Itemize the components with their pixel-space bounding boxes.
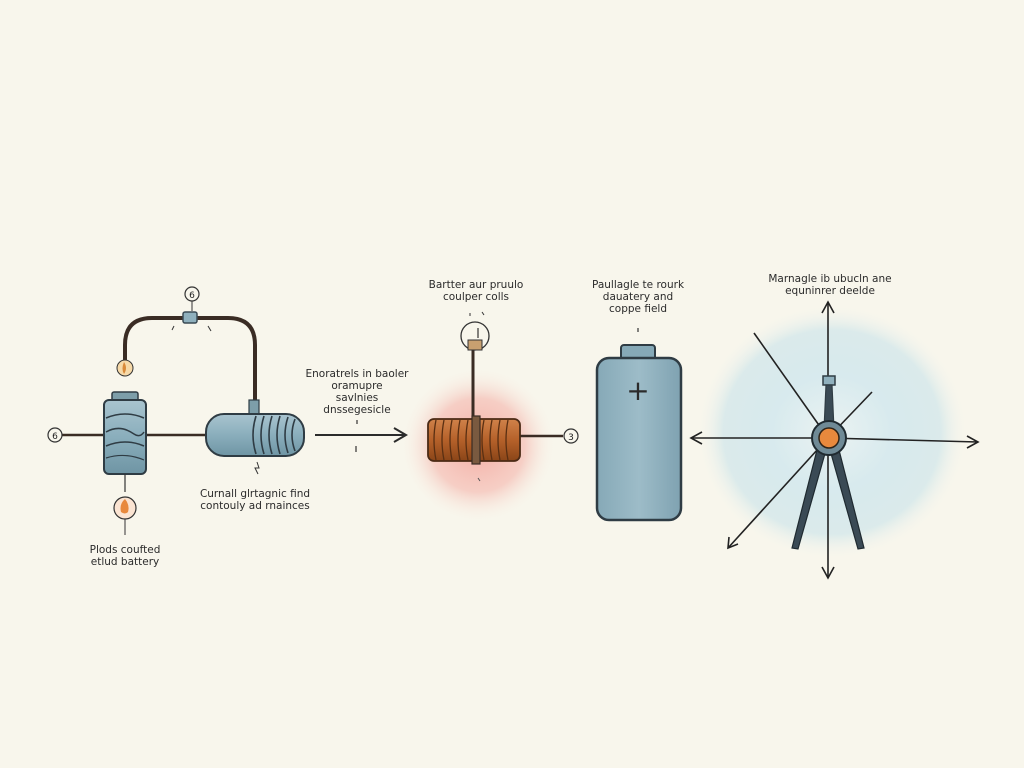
compass-center-icon — [818, 427, 840, 449]
compass-dividers — [791, 375, 865, 550]
center-electromagnet: 3 — [427, 311, 579, 482]
battery-bottom-caption: Plods coufted etlud battery — [89, 544, 161, 568]
loop-connector — [182, 311, 198, 324]
small-battery — [103, 391, 147, 475]
coil-bottom-caption: Curnall glrtagnic find contouly ad rnain… — [199, 488, 311, 512]
flow-arrow — [315, 420, 408, 452]
horizontal-coil — [205, 399, 305, 475]
left-node-label: 6 — [52, 432, 58, 442]
right-node-label: 3 — [568, 433, 574, 443]
left-circuit: 6 6 — [47, 286, 305, 535]
right-node-marker — [563, 428, 579, 444]
field-arrow-down-left — [727, 437, 829, 549]
field-arrow-right — [827, 437, 979, 443]
arrow-caption: Enoratrels in baoler oramupre savlnies d… — [305, 368, 409, 416]
loop-wire — [123, 316, 257, 405]
compass-top-caption: Marnagle ib ubucln ane equninrer deelde — [768, 273, 892, 297]
center-coil-caption: Bartter aur pruulo coulper colls — [428, 279, 524, 303]
left-node-marker — [47, 427, 63, 443]
battery-plus-icon: + — [626, 374, 649, 407]
battery-top-caption: Paullagle te rourk dauatery and coppe fi… — [591, 279, 685, 315]
top-node-label: 6 — [189, 291, 195, 301]
large-battery: + — [595, 328, 683, 522]
